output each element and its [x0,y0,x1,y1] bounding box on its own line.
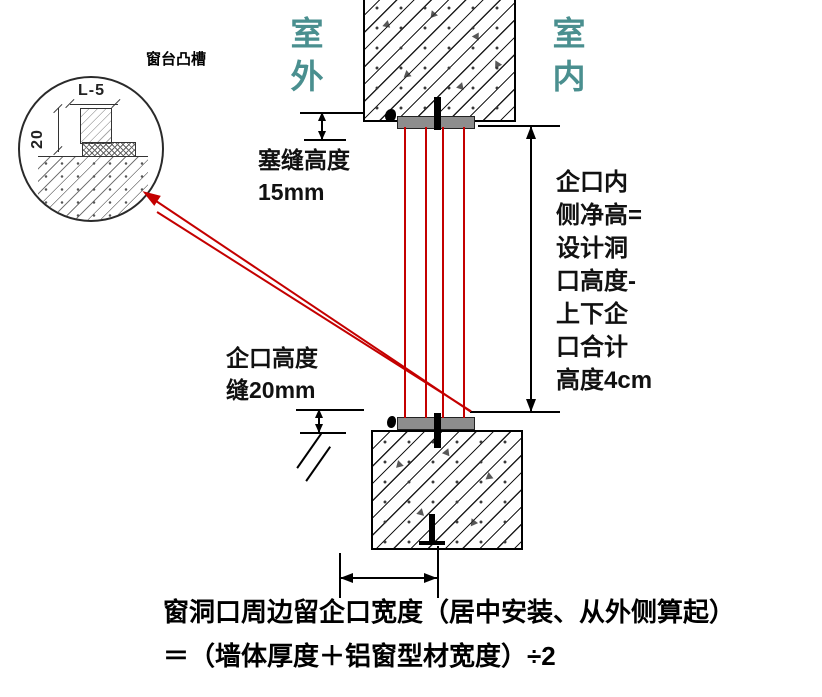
detail-title: 窗台凸槽 [146,51,207,68]
note-line: 口高度- [556,268,636,295]
note-line: 高度4cm [556,367,653,394]
aggregate-mark [467,516,479,527]
arrowhead-down [526,399,536,412]
extension-line [470,411,560,413]
arrowhead-down [315,424,323,433]
sealant-mesh-strip [82,142,136,157]
frame-profile-line [425,127,428,418]
dimension-line [58,108,60,152]
formula-line-1: 窗洞口周边留企口宽度（居中安装、从外侧算起） [163,597,736,627]
extension-line-vertical [437,546,439,598]
frame-anchor-top [434,97,441,130]
arrowhead-up [526,126,536,139]
note-line: 口合计 [556,334,628,361]
sill-groove-profile [80,108,112,144]
aggregate-mark [428,8,438,19]
outdoor-label: 室外 [286,16,323,102]
frame-profile-line [463,127,466,418]
seam-height-label: 塞缝高度 [258,147,350,173]
concrete-section [38,156,148,220]
rabbet-clear-height-note: 企口内 侧净高= 设计洞 口高度- 上下企 口合计 高度4cm [556,166,686,397]
arrowhead-right [424,573,437,583]
rabbet-height-label: 企口高度 [226,345,318,371]
detail-dim-20: 20 [28,129,46,149]
aggregate-mark [394,459,404,468]
indoor-label: 室内 [548,16,585,102]
frame-anchor-bottom [434,413,441,448]
extension-line-vertical [339,553,341,598]
note-line: 侧净高= [556,202,643,229]
frame-profile-line [442,127,445,418]
sealant-blob-top [385,109,396,122]
dimension-line-vertical [318,410,320,432]
rabbet-height-value: 缝20mm [226,377,316,403]
wall-section-bottom [371,430,523,550]
note-line: 企口内 [556,169,628,196]
extension-line [300,112,363,114]
aggregate-mark [382,19,392,28]
dimension-line [70,104,118,106]
aggregate-mark [441,446,453,457]
aggregate-mark [484,471,494,480]
aggregate-mark [456,80,466,91]
frame-profile-line [404,127,407,418]
formula-line-2: ＝（墙体厚度＋铝窗型材宽度）÷2 [163,641,556,671]
dimension-line-vertical [321,113,323,139]
sealant-blob-bottom [387,416,396,428]
arrowhead-left [340,573,353,583]
dimension-line-vertical [530,126,532,412]
detail-dim-l5: L-5 [78,82,105,99]
arrowhead-up [315,409,323,418]
extension-line [296,409,364,411]
note-line: 上下企 [556,301,628,328]
detail-circle: L-5 20 [18,76,164,222]
aggregate-mark [416,507,426,516]
arrowhead-up [318,112,326,121]
aggregate-mark [471,30,483,41]
aggregate-mark [491,58,503,69]
aggregate-mark [402,69,412,78]
wall-anchor-stem [429,514,435,544]
dimension-line-horizontal [340,577,437,579]
note-line: 设计洞 [556,235,628,262]
wall-anchor-cap [419,541,445,545]
extension-line [478,125,560,127]
wall-section-top [363,0,516,122]
arrowhead-down [318,131,326,140]
extension-line [300,432,346,434]
seam-height-value: 15mm [258,179,325,205]
